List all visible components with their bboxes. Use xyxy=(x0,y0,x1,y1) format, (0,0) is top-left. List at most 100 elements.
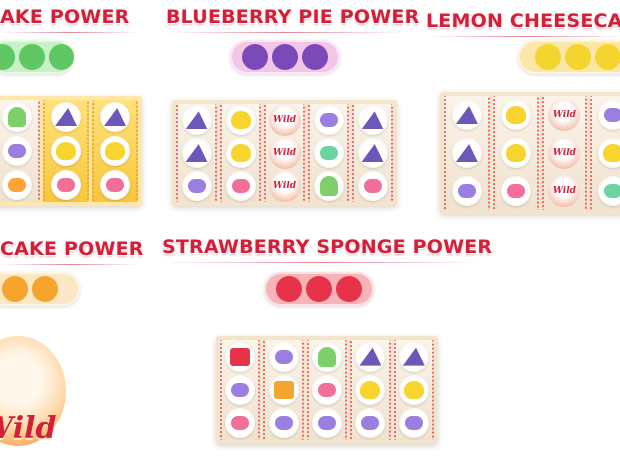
lemon-icon xyxy=(603,144,620,162)
plate xyxy=(51,102,81,132)
wild-symbol: Wild xyxy=(268,169,301,202)
macaron-icon xyxy=(363,178,382,193)
panel-title: LEMON CHEESECA xyxy=(426,10,620,32)
reel xyxy=(350,340,391,440)
macaron-icon xyxy=(231,178,250,193)
big-wild-symbol: Wild xyxy=(0,336,66,446)
orange-cake-icon xyxy=(273,380,294,399)
reel xyxy=(220,104,261,202)
plate xyxy=(51,136,81,166)
plate xyxy=(225,374,256,405)
macaron-icon xyxy=(319,113,338,128)
lemon-icon xyxy=(56,142,76,160)
plate xyxy=(2,170,32,200)
macaron-icon xyxy=(274,416,293,431)
pie-icon xyxy=(104,108,126,126)
plate xyxy=(312,374,343,405)
blueberry-pie-icon xyxy=(302,44,328,70)
strawberry-sponge-icon xyxy=(306,276,332,302)
power-pill xyxy=(518,40,620,74)
lemon-icon xyxy=(105,142,125,160)
title-rule xyxy=(166,32,406,33)
blueberry-pie-icon xyxy=(242,44,268,70)
power-pill xyxy=(0,272,80,306)
reel xyxy=(352,104,393,202)
plate xyxy=(312,408,343,439)
lemon-icon xyxy=(403,380,424,399)
matcha-cake-icon xyxy=(0,44,16,70)
reel xyxy=(308,104,349,202)
blueberry-pie-icon xyxy=(272,44,298,70)
power-pill xyxy=(264,272,374,306)
reel: Wild Wild Wild xyxy=(264,104,305,202)
pie-icon xyxy=(55,108,77,126)
title-rule xyxy=(0,264,140,265)
title-rule xyxy=(162,262,482,263)
plate xyxy=(100,136,130,166)
plate xyxy=(313,105,344,136)
reel: Wild Wild Wild xyxy=(541,96,588,210)
macaron-icon xyxy=(318,416,337,431)
strawberry-sponge-icon xyxy=(276,276,302,302)
lemon-cheesecake-icon xyxy=(535,44,561,70)
plate xyxy=(2,102,32,132)
pie-icon xyxy=(185,111,208,130)
power-pill xyxy=(0,40,74,74)
wild-label: Wild xyxy=(0,411,57,446)
pie-icon xyxy=(455,144,478,162)
macaron-icon xyxy=(318,382,337,397)
macaron-icon xyxy=(8,178,26,192)
pie-icon xyxy=(361,111,384,130)
lemon-icon xyxy=(505,106,526,124)
plate xyxy=(357,170,388,201)
plate xyxy=(357,105,388,136)
plate xyxy=(598,176,620,206)
reel xyxy=(393,340,435,440)
plate xyxy=(312,341,343,372)
reel-grid xyxy=(0,96,142,206)
macaron-icon xyxy=(106,178,124,192)
wild-symbol: Wild xyxy=(548,137,581,169)
plate xyxy=(268,408,299,439)
lemon-cheesecake-icon xyxy=(565,44,591,70)
plate xyxy=(181,105,212,136)
power-pill xyxy=(230,40,340,74)
plate xyxy=(100,102,130,132)
plate xyxy=(398,408,429,439)
matcha-cake-icon xyxy=(19,44,45,70)
macaron-icon xyxy=(457,184,476,198)
title-rule xyxy=(426,36,620,37)
panel-title: CAKE POWER xyxy=(0,238,144,260)
orange-cake-icon xyxy=(32,276,58,302)
reel xyxy=(176,104,217,202)
macaron-icon xyxy=(361,416,380,431)
reel xyxy=(92,100,138,202)
reel xyxy=(492,96,539,210)
pie-icon xyxy=(359,347,382,366)
reel xyxy=(444,96,490,210)
wild-symbol: Wild xyxy=(548,99,581,131)
panel-title: BLUEBERRY PIE POWER xyxy=(166,6,420,28)
plate xyxy=(451,100,482,130)
macaron-icon xyxy=(231,382,250,397)
pie-icon xyxy=(455,106,478,124)
reel xyxy=(220,340,261,440)
reel xyxy=(0,100,40,202)
reel-grid: Wild Wild Wild xyxy=(440,92,620,214)
orange-cake-icon xyxy=(2,276,28,302)
panel-title: STRAWBERRY SPONGE POWER xyxy=(162,236,493,258)
reel xyxy=(263,340,304,440)
macaron-icon xyxy=(187,178,206,193)
macaron-icon xyxy=(274,349,293,364)
macaron-icon xyxy=(604,184,620,198)
plate xyxy=(451,176,482,206)
macaron-icon xyxy=(404,416,423,431)
lemon-cheesecake-icon xyxy=(595,44,620,70)
cupcake-icon xyxy=(318,346,337,367)
plate xyxy=(500,138,531,168)
plate xyxy=(225,170,256,201)
plate xyxy=(313,170,344,201)
plate xyxy=(355,341,386,372)
plate xyxy=(355,408,386,439)
cupcake-icon xyxy=(319,175,338,196)
